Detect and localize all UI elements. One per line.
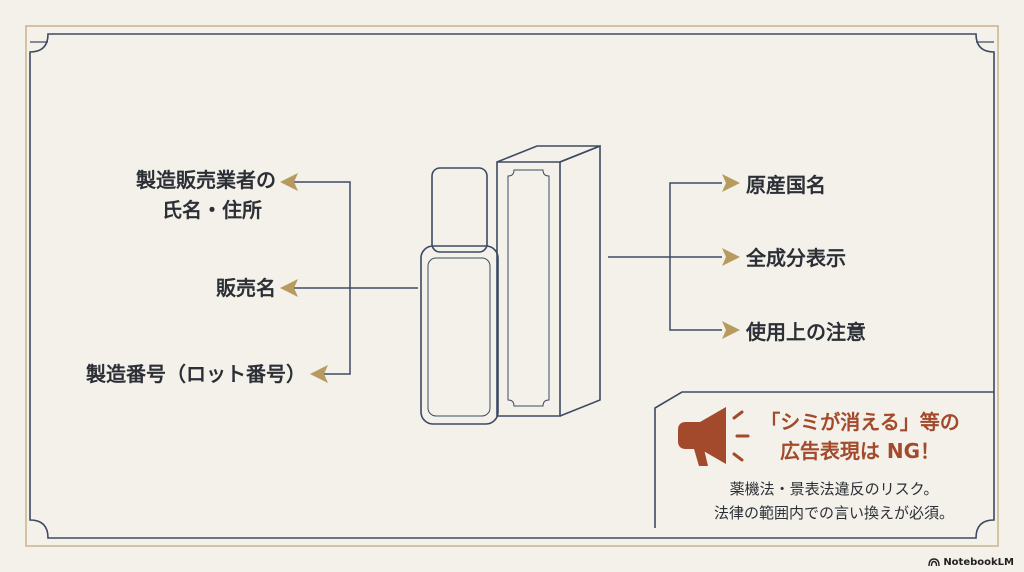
arrow-product-name: [280, 279, 298, 297]
warning-title: 「シミが消える」等の 広告表現は NG！: [740, 408, 980, 466]
bottle-cap: [431, 167, 488, 253]
connector-manufacturer: [290, 181, 351, 375]
megaphone-horn: [678, 407, 726, 464]
warning-title-line1: 「シミが消える」等の: [760, 410, 960, 434]
brand-watermark: NotebookLM: [928, 557, 1014, 568]
warning-callout-frame: [654, 391, 994, 528]
warning-title-line2: 広告表現は NG！: [779, 439, 941, 463]
decorative-frame: [25, 25, 999, 547]
box-front: [496, 161, 561, 417]
frame-outer-gold: [25, 25, 999, 547]
label-manufacturer-line1: 製造販売業者の: [136, 168, 276, 192]
bottle-body: [420, 245, 499, 425]
frame-inner-navy: [29, 33, 995, 539]
arrow-ingredients: [722, 248, 740, 266]
right-arrowheads: [722, 174, 740, 339]
label-origin-country: 原産国名: [746, 173, 826, 197]
notebooklm-logo-icon: [928, 558, 941, 567]
label-ingredients: 全成分表示: [746, 246, 846, 270]
megaphone-handle: [694, 449, 708, 466]
warning-body-line1: 薬機法・景表法違反のリスク。: [729, 480, 939, 498]
brand-name: NotebookLM: [943, 557, 1014, 568]
arrow-lot-number: [310, 365, 328, 383]
left-connectors: [290, 181, 418, 375]
warning-body-line2: 法律の範囲内での言い換えが必須。: [713, 504, 954, 522]
arrow-origin: [722, 174, 740, 192]
right-connectors: [608, 182, 722, 331]
warning-body: 薬機法・景表法違反のリスク。 法律の範囲内での言い換えが必須。: [674, 477, 994, 525]
bottle-body-inner: [427, 257, 491, 417]
bottle-illustration: [420, 167, 499, 425]
left-arrowheads: [280, 173, 328, 383]
arrow-manufacturer: [280, 173, 298, 191]
arrow-caution: [722, 321, 740, 339]
box-top: [496, 145, 601, 163]
megaphone-icon: [678, 407, 750, 466]
box-side: [559, 144, 601, 417]
megaphone-waves: [732, 410, 750, 462]
label-product-name: 販売名: [216, 276, 276, 300]
label-lot-number: 製造番号（ロット番号）: [86, 362, 306, 386]
box-illustration: [496, 144, 601, 417]
label-manufacturer: 製造販売業者の 氏名・住所: [96, 165, 276, 225]
label-manufacturer-line2: 氏名・住所: [162, 198, 262, 222]
box-ornament: [507, 169, 550, 407]
label-usage-caution: 使用上の注意: [746, 320, 866, 344]
